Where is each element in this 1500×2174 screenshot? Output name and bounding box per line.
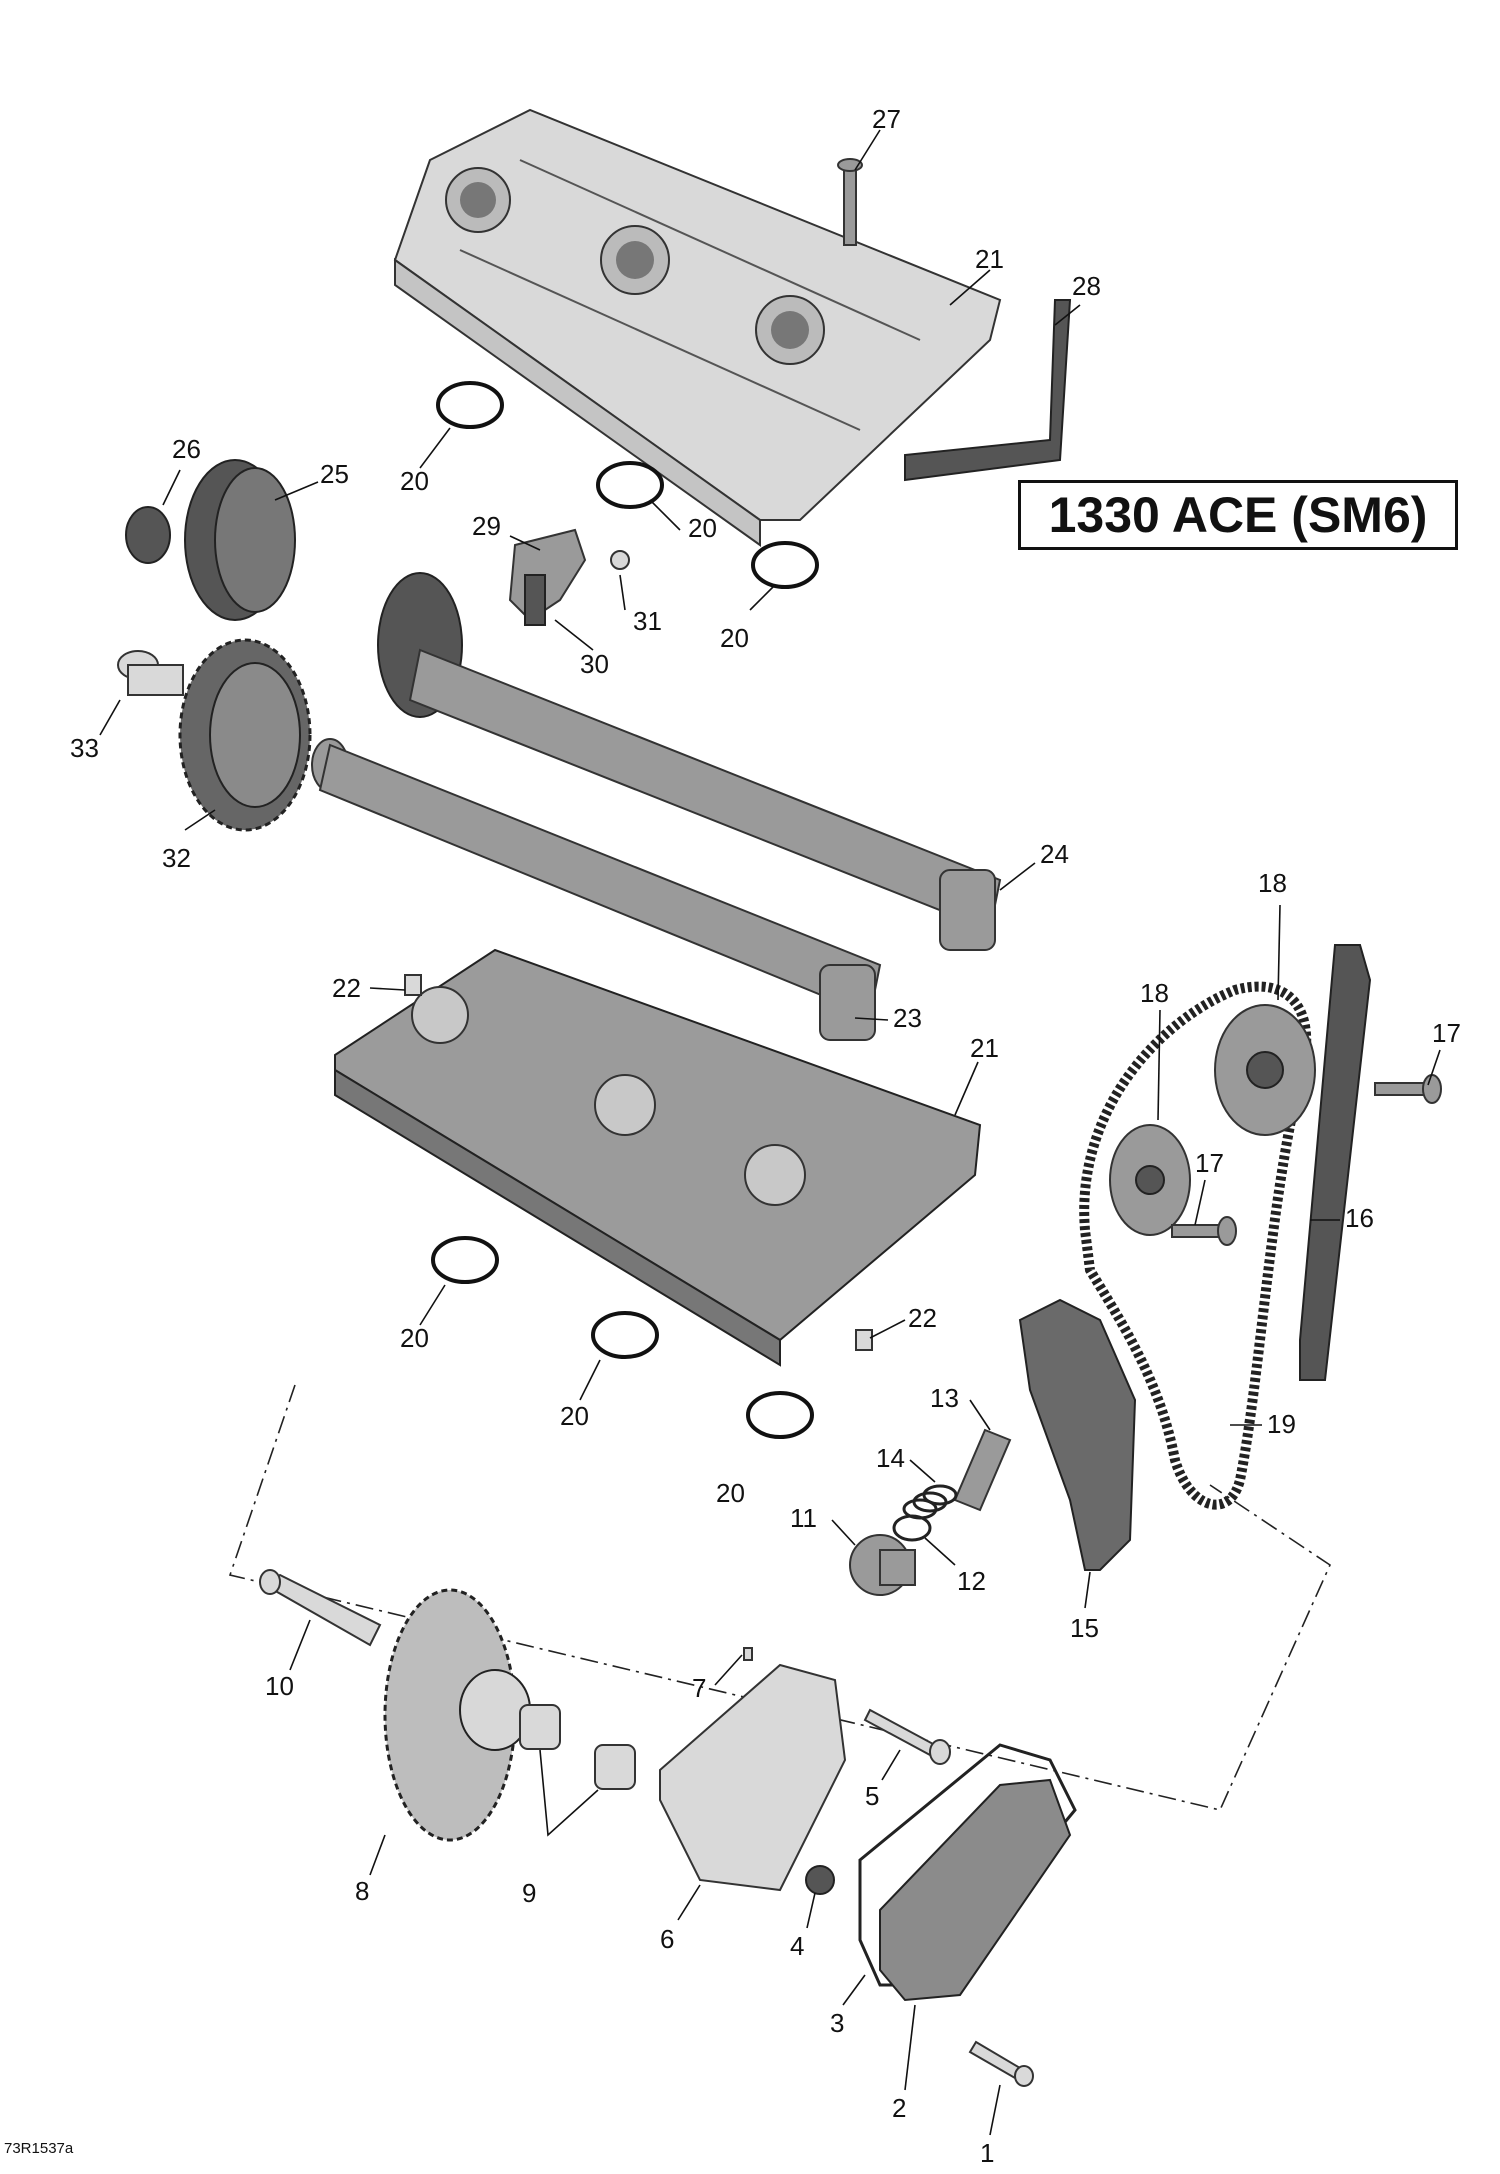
tensioner-body-11 <box>849 1534 916 1596</box>
callout-3: 3 <box>830 2008 844 2038</box>
callout-20-b: 20 <box>688 513 717 543</box>
callout-18-a: 18 <box>1258 868 1287 898</box>
lower-camshaft-carrier <box>334 948 982 1367</box>
callout-20-f: 20 <box>716 1478 745 1508</box>
figure-reference: 73R1537a <box>4 2140 74 2157</box>
assembly-boundary <box>228 1384 1332 1811</box>
camshaft-sensor <box>508 528 630 626</box>
o-rings-upper <box>436 381 819 589</box>
upper-camshaft-carrier <box>393 108 1002 547</box>
shaft-10 <box>259 1569 382 1647</box>
bolt-5 <box>863 1708 951 1765</box>
callout-15: 15 <box>1070 1613 1099 1643</box>
callout-30: 30 <box>580 649 609 679</box>
chain-guide-16 <box>1299 944 1372 1381</box>
callout-21-top: 21 <box>975 244 1004 274</box>
callout-20-e: 20 <box>560 1401 589 1431</box>
bolt-27 <box>837 158 863 246</box>
bolt-17-center <box>1171 1216 1237 1246</box>
timing-chain-assembly <box>1079 981 1316 1510</box>
callout-21-lower: 21 <box>970 1033 999 1063</box>
plug-4 <box>805 1865 835 1895</box>
callout-22-lower: 22 <box>908 1303 937 1333</box>
callout-25: 25 <box>320 459 349 489</box>
tensioner-guide-15 <box>1018 1298 1137 1571</box>
callout-10: 10 <box>265 1671 294 1701</box>
trigger-wheel-25 <box>184 459 296 621</box>
callout-29: 29 <box>472 511 501 541</box>
callout-6: 6 <box>660 1924 674 1954</box>
callout-20-a: 20 <box>400 466 429 496</box>
pin-7 <box>743 1647 753 1661</box>
cover-2 <box>879 1778 1072 2002</box>
camshaft-24 <box>377 572 1002 951</box>
callout-28: 28 <box>1072 271 1101 301</box>
callout-20-c: 20 <box>720 623 749 653</box>
bearings-9 <box>519 1704 636 1790</box>
callout-26: 26 <box>172 434 201 464</box>
washer-12 <box>892 1514 932 1542</box>
tensioner-plunger-13 <box>953 1428 1012 1512</box>
callout-16: 16 <box>1345 1203 1374 1233</box>
bolt-17-right <box>1374 1074 1442 1104</box>
gear-8 <box>383 1588 531 1842</box>
callout-18-b: 18 <box>1140 978 1169 1008</box>
spring-14 <box>902 1484 958 1520</box>
engine-model-title: 1330 ACE (SM6) <box>1018 480 1458 550</box>
callout-7: 7 <box>692 1673 706 1703</box>
callout-13: 13 <box>930 1383 959 1413</box>
dowel-22-lower <box>855 1329 873 1351</box>
callout-1: 1 <box>980 2138 994 2168</box>
callout-31: 31 <box>633 606 662 636</box>
dowel-22-upper <box>404 974 422 996</box>
gear-32 <box>178 638 312 832</box>
callout-20-d: 20 <box>400 1323 429 1353</box>
bolt-33 <box>117 650 184 696</box>
callout-22-upper: 22 <box>332 973 361 1003</box>
callout-12: 12 <box>957 1566 986 1596</box>
callout-19: 19 <box>1267 1409 1296 1439</box>
callout-4: 4 <box>790 1931 804 1961</box>
callout-27: 27 <box>872 104 901 134</box>
leader-lines <box>99 129 1441 2136</box>
cap-26 <box>125 506 171 564</box>
callout-24: 24 <box>1040 839 1069 869</box>
o-rings-lower <box>431 1236 814 1439</box>
callout-17-right: 17 <box>1432 1018 1461 1048</box>
callout-23: 23 <box>893 1003 922 1033</box>
callout-2: 2 <box>892 2093 906 2123</box>
callout-32: 32 <box>162 843 191 873</box>
callout-9: 9 <box>522 1878 536 1908</box>
callout-33: 33 <box>70 733 99 763</box>
callout-5: 5 <box>865 1781 879 1811</box>
bolt-1 <box>968 2040 1034 2087</box>
cover-6 <box>659 1663 847 1892</box>
chain-guide-28 <box>904 299 1072 482</box>
callout-labels: 27 21 28 20 20 20 26 25 29 31 30 33 32 2… <box>70 104 1461 2168</box>
callout-14: 14 <box>876 1443 905 1473</box>
callout-17-center: 17 <box>1195 1148 1224 1178</box>
callout-8: 8 <box>355 1876 369 1906</box>
camshaft-23 <box>311 738 882 1041</box>
callout-11: 11 <box>790 1503 817 1533</box>
